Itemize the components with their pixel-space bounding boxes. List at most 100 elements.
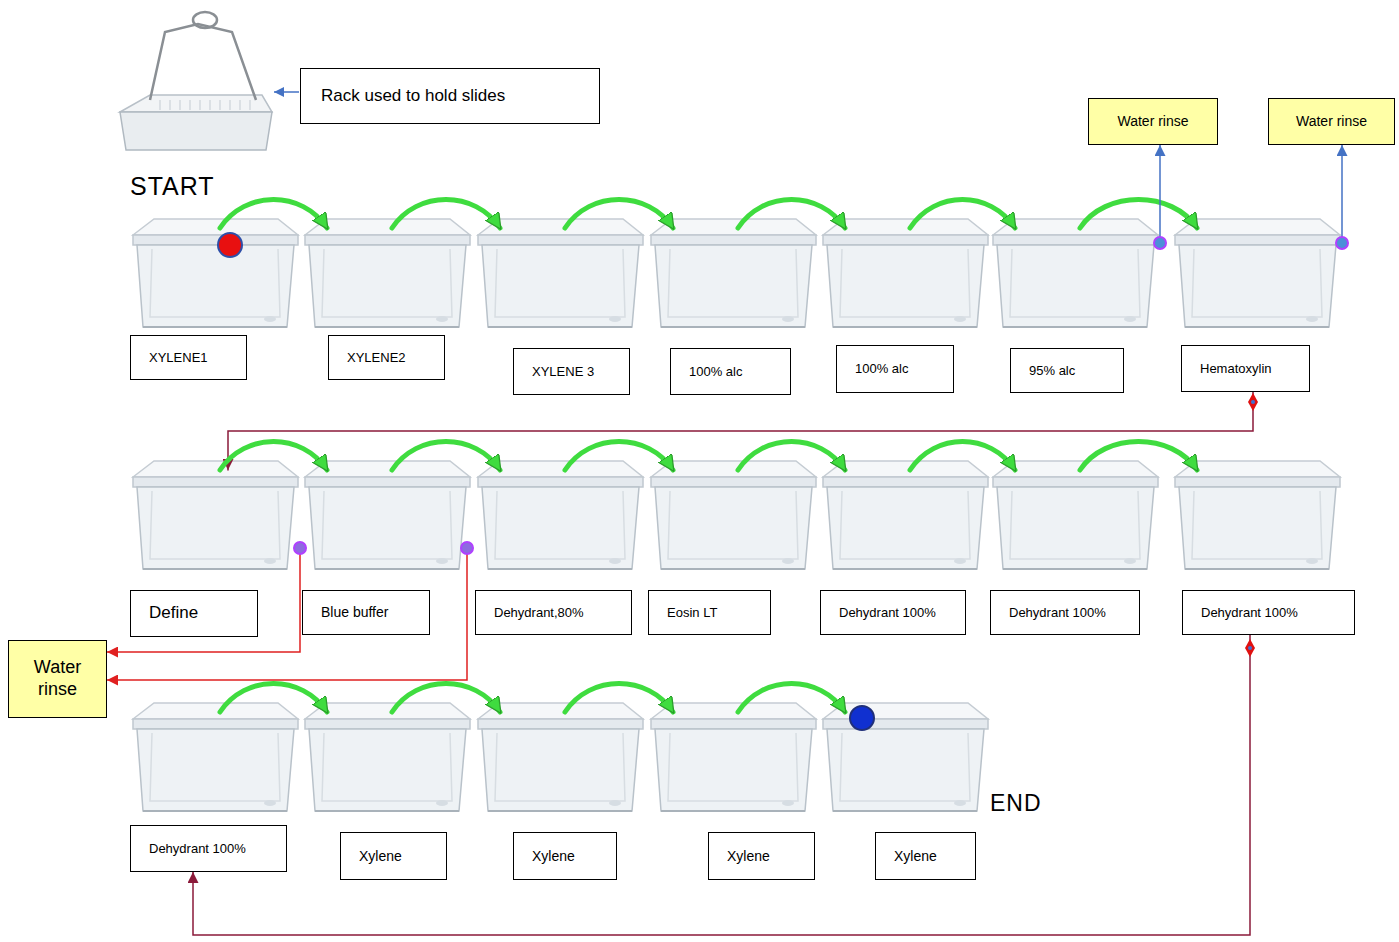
transfer-arrow	[392, 200, 500, 229]
text-stack: Xylene	[727, 848, 770, 865]
slide-rack	[120, 12, 272, 150]
staining-station: Dehydrant 100%	[130, 712, 300, 872]
text-stack: Define	[149, 603, 198, 623]
rack-ring	[193, 12, 217, 28]
node-text: 95% alc	[1029, 363, 1075, 379]
staining-dish	[133, 219, 298, 327]
rack-slots	[160, 100, 250, 110]
rack-body	[120, 112, 272, 150]
node-text: Define	[149, 603, 198, 623]
node-text: Eosin LT	[667, 605, 717, 621]
rack-handle	[150, 24, 256, 100]
transfer-arrow	[565, 442, 673, 471]
staining-station: 100% alc	[648, 228, 818, 395]
dish-row	[133, 219, 1340, 811]
text-stack: XYLENE 3	[532, 364, 594, 380]
transfer-arrow	[565, 684, 673, 713]
staining-station: Hematoxylin	[1172, 228, 1342, 392]
staining-dish	[1175, 219, 1340, 327]
staining-station: Xylene	[475, 712, 645, 880]
station-label-box: Dehydrant 100%	[130, 825, 287, 872]
staining-dish	[993, 219, 1158, 327]
staining-dish	[651, 461, 816, 569]
staining-station: Dehydrant 100%	[1172, 470, 1357, 635]
node-text: Dehydrant 100%	[149, 841, 246, 857]
node-text: Dehydrant 100%	[1201, 605, 1298, 621]
text-stack: Dehydrant 100%	[1009, 605, 1106, 621]
node-text: Xylene	[359, 848, 402, 865]
rinse-dot	[1154, 237, 1166, 249]
flow-connector	[107, 548, 467, 680]
staining-dish	[993, 461, 1158, 569]
flow-connector	[1341, 145, 1343, 243]
transfer-arrow	[220, 684, 327, 713]
transfer-arrow	[1080, 200, 1197, 229]
transfer-diamond-dot	[1248, 646, 1252, 650]
start-dot	[218, 233, 242, 257]
text-stack: XYLENE1	[149, 350, 208, 366]
staining-station: Define	[130, 470, 300, 637]
station-label-box: Dehydrant,80%	[475, 590, 632, 635]
end-dot	[850, 706, 874, 730]
text-stack: Xylene	[359, 848, 402, 865]
transfer-arrow	[910, 442, 1015, 471]
node-text: Water rinse	[1296, 113, 1367, 130]
staining-dish	[478, 219, 643, 327]
rinse-dot	[461, 542, 473, 554]
station-label-box: Xylene	[875, 832, 976, 880]
staining-station: Dehydrant,80%	[475, 470, 645, 635]
node-text: XYLENE 3	[532, 364, 594, 380]
staining-station: Xylene	[820, 712, 990, 880]
leader-arrow	[274, 91, 299, 93]
staining-dish	[133, 703, 298, 811]
station-label-box: Dehydrant 100%	[990, 590, 1140, 635]
note-box: Water rinse	[8, 640, 107, 718]
note-box: Rack used to hold slides	[300, 68, 600, 124]
node-text: Hematoxylin	[1200, 361, 1272, 377]
flow-connector	[193, 635, 1250, 935]
node-text: Xylene	[532, 848, 575, 865]
staining-dish	[651, 703, 816, 811]
node-text: 100% alc	[689, 364, 742, 380]
transfer-arrow	[220, 442, 327, 471]
flow-connector	[228, 392, 1253, 470]
text-stack: Eosin LT	[667, 605, 717, 621]
station-label-box: Define	[130, 590, 258, 637]
transfer-diamond-dot	[1251, 400, 1255, 404]
station-label-box: Xylene	[513, 832, 617, 880]
staining-station: 100% alc	[820, 228, 990, 393]
note-box: Water rinse	[1268, 98, 1395, 145]
staining-station: Xylene	[302, 712, 472, 880]
transfer-arrow	[392, 684, 500, 713]
station-label-box: Xylene	[340, 832, 447, 880]
flow-connector	[1159, 145, 1161, 243]
staining-dish	[478, 703, 643, 811]
staining-station: XYLENE1	[130, 228, 300, 380]
node-text: Xylene	[894, 848, 937, 865]
text-stack: Water rinse	[1296, 113, 1367, 130]
transfer-arrow	[565, 200, 673, 229]
text-stack: XYLENE2	[347, 350, 406, 366]
staining-station: Dehydrant 100%	[820, 470, 990, 635]
flow-label: START	[130, 172, 215, 201]
text-stack: Dehydrant 100%	[839, 605, 936, 621]
text-stack: Dehydrant 100%	[1201, 605, 1298, 621]
staining-station: 95% alc	[990, 228, 1160, 393]
node-text: Dehydrant,80%	[494, 605, 584, 621]
flow-connector	[107, 548, 300, 652]
transfer-arrow	[392, 442, 500, 471]
text-stack: Water rinse	[1117, 113, 1188, 130]
staining-dish	[1175, 461, 1340, 569]
station-label-box: Eosin LT	[648, 590, 771, 635]
staining-dish	[133, 461, 298, 569]
staining-dish	[478, 461, 643, 569]
text-stack: 100% alc	[855, 361, 908, 377]
transfer-arrow	[1080, 442, 1197, 471]
node-text: Water rinse	[1117, 113, 1188, 130]
staining-station: XYLENE2	[302, 228, 472, 380]
station-label-box: Hematoxylin	[1181, 345, 1310, 392]
flow-label: END	[990, 790, 1042, 817]
node-text: XYLENE2	[347, 350, 406, 366]
staining-dish	[823, 461, 988, 569]
transfer-arrow	[220, 200, 327, 229]
